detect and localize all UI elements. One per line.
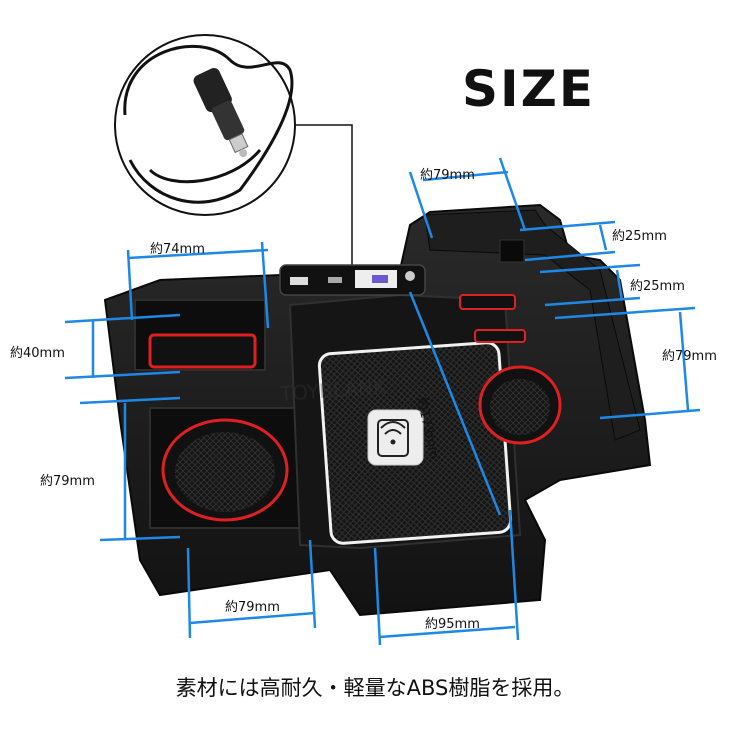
dim-label-right-top-width: 約79mm <box>420 168 475 183</box>
dim-label-depth-large-left: 約79mm <box>40 474 95 489</box>
car-charger-plug-icon <box>114 34 296 216</box>
dim-label-depth-small-left: 約40mm <box>10 346 65 361</box>
dim-label-bottom-width-left: 約79mm <box>225 600 280 615</box>
dim-label-right-slot-1: 約25mm <box>612 229 667 244</box>
dim-label-charger-width: 約95mm <box>425 617 480 632</box>
page-title: SIZE <box>462 60 596 118</box>
dim-label-top-width-left: 約74mm <box>150 242 205 257</box>
material-caption: 素材には高耐久・軽量なABS樹脂を採用。 <box>175 676 575 700</box>
dim-label-right-depth: 約79mm <box>662 349 717 364</box>
dim-label-right-slot-2: 約25mm <box>630 279 685 294</box>
wireless-charging-icon <box>367 409 424 466</box>
dimension-lines <box>64 157 701 646</box>
inset-connector-line <box>275 124 353 268</box>
